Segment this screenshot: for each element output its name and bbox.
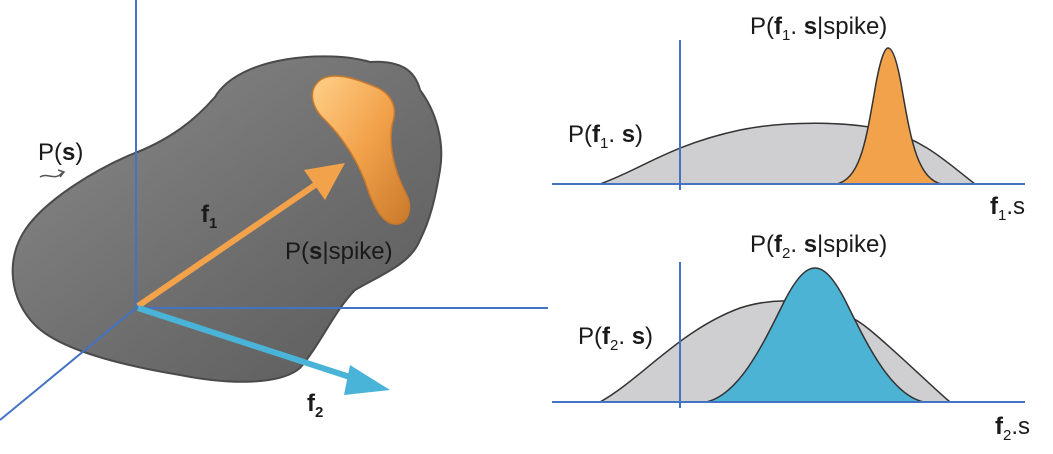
f2-arrow-shaft [137, 305, 357, 382]
f2-vector-label: f2 [307, 390, 323, 421]
f1-vector-label: f1 [201, 201, 217, 232]
prior-label-f1: P(f1. s) [568, 121, 643, 152]
prior-arrow-squiggle-icon [39, 169, 66, 178]
xlabel-f2: f2.s [995, 413, 1030, 444]
prior-label-f2: P(f2. s) [578, 323, 653, 354]
prior-stimulus-label: P(s) [38, 139, 83, 166]
f1-arrow-head [304, 163, 345, 200]
spike-conditional-label: P(s|spike) [285, 238, 393, 265]
projection-panel-f2: P(f2. s|spike) P(f2. s) f2.s [552, 231, 1030, 444]
projection-panel-f1: P(f1. s|spike) P(f1. s) f1.s [552, 13, 1025, 224]
stimulus-space: P(s) f1 f2 P(s|spike) [0, 0, 548, 421]
xlabel-f1: f1.s [990, 193, 1025, 224]
f1-arrow-shaft [136, 180, 320, 309]
spike-cluster-shape [311, 75, 411, 225]
axis-depth [0, 307, 137, 421]
spike-curve-f2 [705, 267, 925, 403]
title-f1: P(f1. s|spike) [750, 13, 887, 44]
f2-arrow-head [344, 365, 390, 395]
title-f2: P(f2. s|spike) [750, 231, 887, 262]
stimulus-distribution-blob [11, 55, 443, 383]
spike-curve-f1 [835, 47, 943, 185]
